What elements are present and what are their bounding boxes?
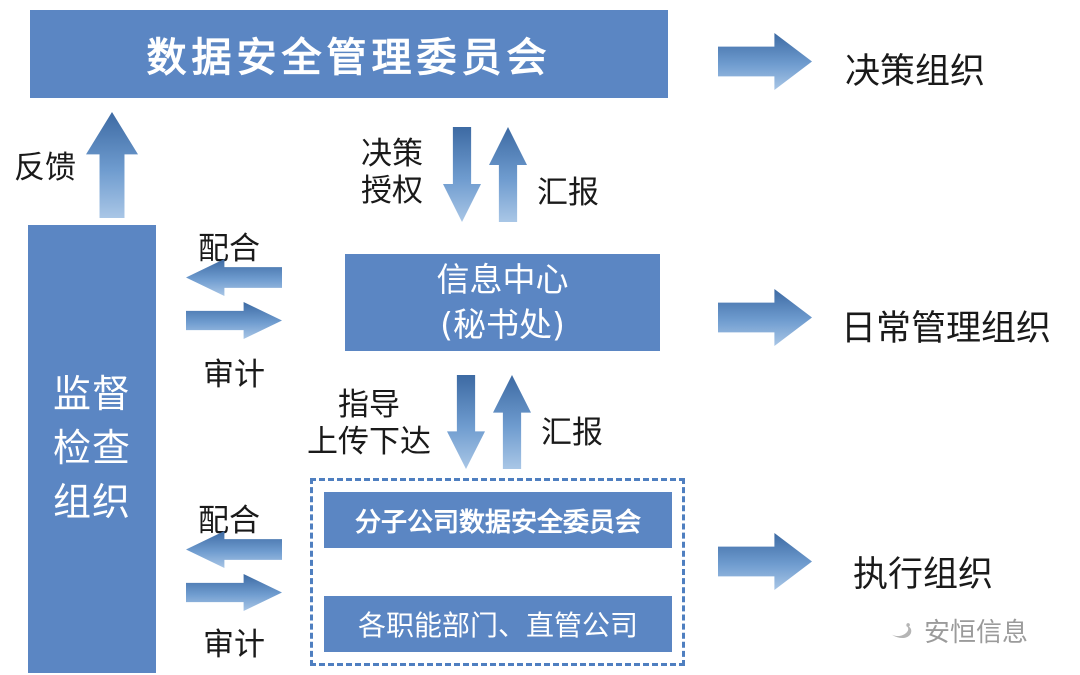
audit-right-arrow-bottom-icon bbox=[186, 574, 282, 611]
report-label-mid: 汇报 bbox=[541, 415, 603, 451]
decision-org-label: 决策组织 bbox=[845, 52, 986, 92]
cooperate-label-bottom: 配合 bbox=[198, 503, 260, 539]
execution-org-label: 执行组织 bbox=[853, 555, 994, 595]
decision-auth-line-1: 决策 bbox=[361, 136, 423, 172]
committee-box: 数据安全管理委员会 bbox=[30, 10, 668, 98]
departments-label: 各职能部门、直管公司 bbox=[357, 609, 638, 642]
departments-box: 各职能部门、直管公司 bbox=[324, 596, 672, 652]
audit-label-bottom: 审计 bbox=[203, 627, 265, 663]
anheng-logo-icon bbox=[888, 617, 916, 645]
execution-group-frame bbox=[310, 478, 685, 666]
guidance-line-2: 上传下达 bbox=[307, 424, 431, 460]
supervision-box: 监督 检查 组织 bbox=[28, 225, 156, 673]
watermark: 安恒信息 bbox=[888, 612, 1028, 649]
guidance-label: 指导 上传下达 bbox=[300, 387, 438, 461]
guidance-line-1: 指导 bbox=[338, 387, 400, 423]
report-label-top: 汇报 bbox=[537, 175, 599, 211]
decision-down-arrow-icon bbox=[443, 127, 481, 222]
report-up-arrow-top-icon bbox=[489, 127, 527, 222]
supervision-line-1: 监督 bbox=[52, 372, 131, 417]
feedback-up-arrow-icon bbox=[86, 112, 138, 218]
committee-label: 数据安全管理委员会 bbox=[146, 35, 552, 81]
daily-right-arrow-icon bbox=[718, 289, 812, 346]
feedback-label: 反馈 bbox=[14, 150, 76, 186]
info-center-line-2: (秘书处) bbox=[440, 304, 565, 344]
audit-label-mid: 审计 bbox=[203, 357, 265, 393]
decision-auth-label: 决策 授权 bbox=[338, 136, 446, 210]
watermark-text: 安恒信息 bbox=[924, 618, 1029, 648]
sub-committee-box: 分子公司数据安全委员会 bbox=[324, 492, 672, 548]
guidance-down-arrow-icon bbox=[447, 375, 485, 469]
report-up-arrow-mid-icon bbox=[493, 375, 531, 469]
sub-committee-label: 分子公司数据安全委员会 bbox=[354, 507, 641, 538]
daily-org-label: 日常管理组织 bbox=[841, 309, 1052, 349]
decision-right-arrow-icon bbox=[718, 33, 812, 90]
supervision-line-3: 组织 bbox=[52, 479, 131, 524]
info-center-box: 信息中心 (秘书处) bbox=[345, 254, 660, 351]
info-center-line-1: 信息中心 bbox=[436, 259, 569, 299]
cooperate-label-mid: 配合 bbox=[198, 231, 260, 267]
audit-right-arrow-mid-icon bbox=[186, 302, 282, 339]
execution-right-arrow-icon bbox=[718, 533, 812, 590]
supervision-line-2: 检查 bbox=[52, 426, 131, 471]
decision-auth-line-2: 授权 bbox=[361, 173, 423, 209]
